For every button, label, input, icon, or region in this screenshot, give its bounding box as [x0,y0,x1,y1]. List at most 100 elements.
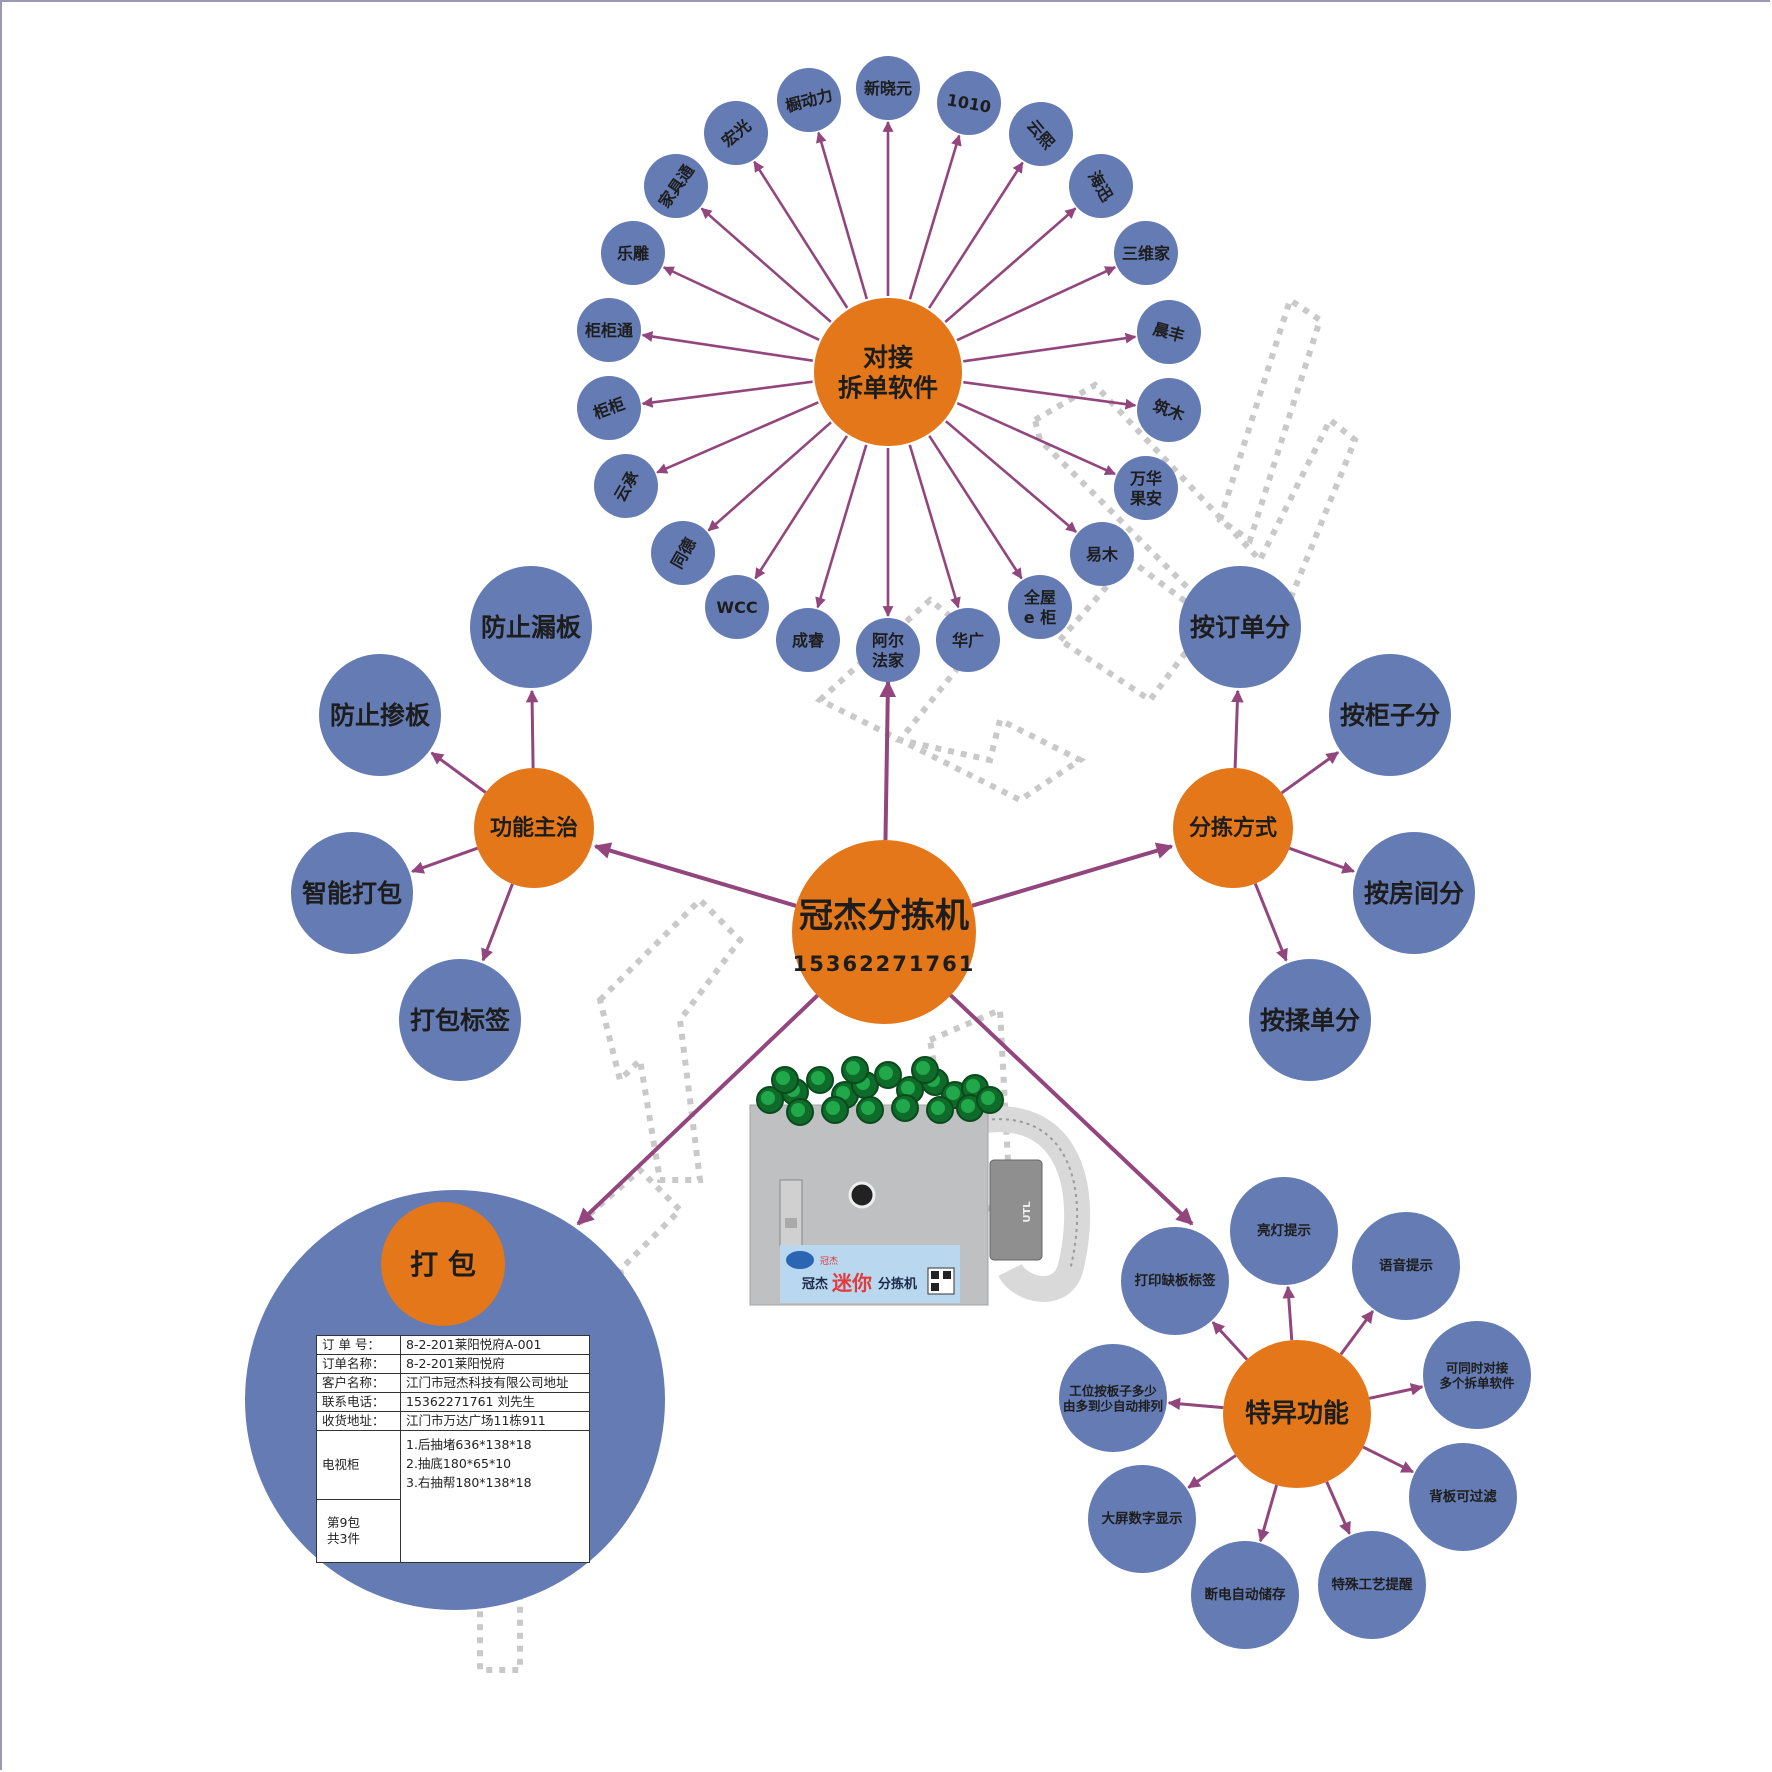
software-node [856,56,920,120]
green-light-lens [791,1103,805,1117]
brand-logo-icon [786,1251,814,1269]
text-line: 打包标签 [410,1006,511,1035]
label-row: 订 单 号：8-2-201莱阳悦府A-001 [316,1335,590,1355]
software-node [644,154,708,218]
label-row: 电视柜 1.后抽堵636*138*18 2.抽底180*65*10 3.右抽帮1… [316,1429,590,1563]
watermark-segment [556,1165,685,1403]
software-node-label: 三维家 [1122,244,1171,263]
green-light-lens [861,1101,875,1115]
software-node-label: 成睿 [792,631,825,650]
text-line: 由多到少自动排列 [1063,1398,1163,1413]
connector-arrow [656,401,819,474]
special-node-label: 断电自动储存 [1205,1586,1286,1603]
software-node [577,298,641,362]
software-node-label: 阿尔法家 [872,631,905,670]
connector-arrow [754,435,849,580]
software-node [777,68,841,132]
connector-arrow [641,380,813,408]
green-light-lens [836,1086,850,1100]
text-line: e 柜 [1024,607,1056,626]
text-line: 法家 [872,650,905,669]
connector-arrow [753,160,849,309]
text-line: 按房间分 [1364,879,1464,908]
sticker-label-a: 冠杰 [802,1276,828,1292]
special-hub-node [1223,1340,1371,1488]
special-node [1059,1344,1167,1452]
software-node-label: 万华果安 [1129,469,1162,508]
function-node-label: 打包标签 [410,1006,511,1035]
rotary-knob-icon [848,1181,876,1209]
text-line: 多个拆单软件 [1439,1375,1515,1390]
connector-arrow [1231,689,1244,769]
software-node [936,608,1000,672]
connector-arrow [956,401,1116,476]
software-node [1009,102,1073,166]
special-node-label: 大屏数字显示 [1102,1510,1183,1527]
text-line: 易木 [1086,545,1119,564]
text-line: 语音提示 [1379,1257,1433,1274]
packing-label-table: 订 单 号：8-2-201莱阳悦府A-001 订单名称：8-2-201莱阳悦府 … [316,1335,590,1563]
green-light-lens [966,1079,980,1093]
cable-detail [984,1118,1079,1271]
sort-node-label: 按柜子分 [1340,701,1440,730]
qr-finder [931,1283,939,1291]
heavy-connector [989,1159,1043,1261]
green-light-lens [916,1061,930,1075]
connector-arrow [576,991,822,1226]
sticker-brand-small: 冠杰 [820,1255,838,1267]
part-item: 1.后抽堵636*138*18 [406,1437,532,1452]
green-light-lens [981,1091,995,1105]
sticker-label-b: 迷你 [831,1271,872,1295]
text-line: 大屏数字显示 [1102,1510,1183,1527]
text-line: 阿尔 [872,631,904,650]
connector-arrow [908,444,961,609]
connector-arrow [1257,1484,1279,1543]
software-node [1114,456,1178,520]
text-line: 成睿 [792,631,825,650]
software-node-label: 柜柜通 [585,321,633,340]
software-node [705,575,769,639]
text-line: 背板可过滤 [1429,1488,1497,1505]
green-light-lens [776,1071,790,1085]
special-node-label: 亮灯提示 [1257,1222,1311,1239]
label-row: 客户名称：江门市冠杰科技有限公司地址 [316,1373,590,1393]
function-node [470,566,592,688]
connector-arrow [700,207,832,323]
sticker-label-c: 分拣机 [878,1276,917,1292]
text-line: WCC [716,598,757,617]
function-hub-label: 功能主治 [490,815,578,841]
connector-arrow [1362,1445,1415,1474]
connector-arrow [1339,1310,1374,1356]
door-latch [779,1179,803,1247]
packing-hub-node [381,1202,505,1326]
packing-hub-label: 打 包 [410,1248,476,1281]
function-node-label: 防止漏板 [481,613,581,642]
connector-arrow [430,751,487,794]
software-node-label: 易木 [1086,545,1119,564]
label-value: 8-2-201莱阳悦府A-001 [400,1335,590,1355]
sorting-machine-photo: UTL 冠杰 冠杰 迷你 分拣机 [749,1056,1091,1306]
connector-arrow [963,332,1137,363]
special-node [1423,1321,1531,1429]
label-value: 江门市万达广场11栋911 [400,1411,590,1431]
watermark-segment [1031,381,1359,603]
special-node-label: 特殊工艺提醒 [1332,1576,1413,1593]
function-node [291,832,413,954]
function-node-label: 防止掺板 [330,701,430,730]
green-light-lens [946,1086,960,1100]
connector-arrow [908,134,962,300]
function-hub-node [474,768,594,888]
label-row: 订单名称：8-2-201莱阳悦府 [316,1354,590,1374]
software-node [1070,522,1134,586]
software-node [577,376,641,440]
text-line: 防止掺板 [330,701,430,730]
text-line: 果安 [1129,488,1162,507]
special-node-label: 工位按板子多少由多到少自动排列 [1063,1383,1163,1413]
function-node [319,654,441,776]
connector-arrow [946,991,1194,1226]
watermark-segment [596,895,744,1183]
connector-arrow [1167,1397,1224,1411]
connector-arrow [815,444,868,609]
